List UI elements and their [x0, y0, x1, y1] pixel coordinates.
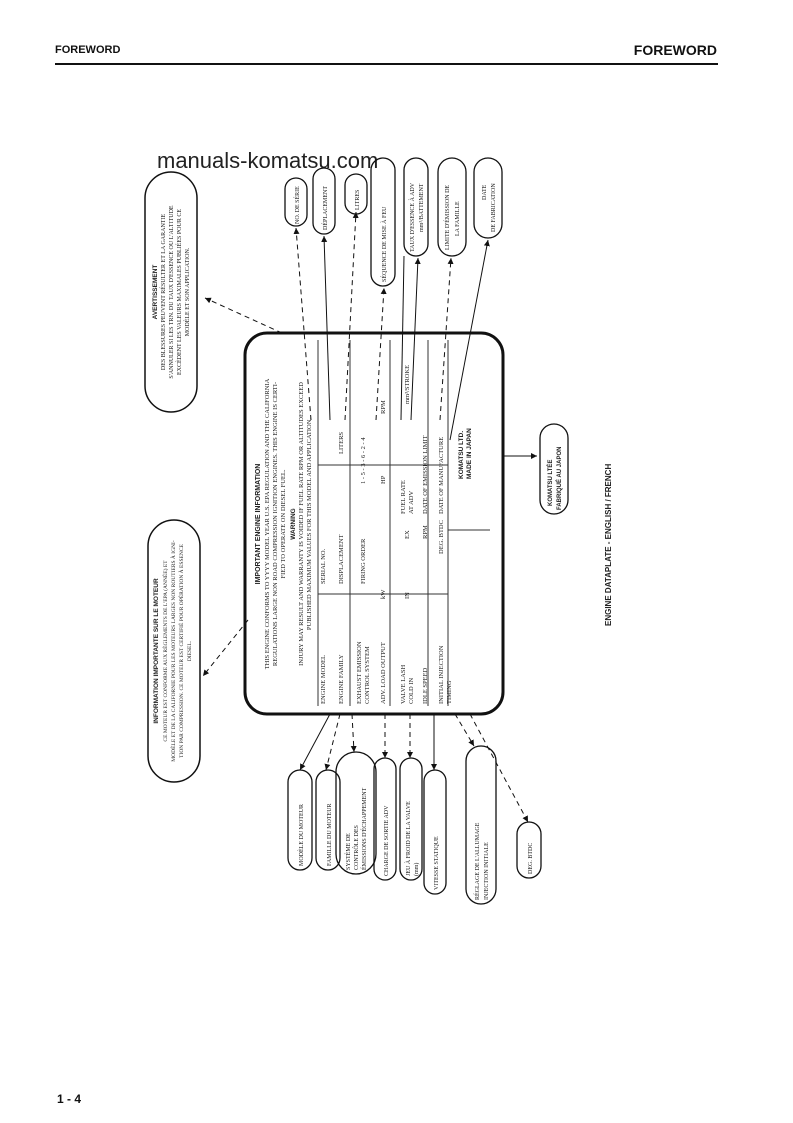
plate-warning: WARNING	[290, 508, 297, 539]
avertissement-line-3: EXCÈDENT LES VALEURS MAXIMALES PUBLIÉES …	[175, 209, 183, 375]
callout-litres: LITRES	[355, 190, 361, 210]
bottom-callout-ovals	[287, 745, 542, 905]
watermark: manuals-komatsu.com	[157, 148, 379, 173]
callout-fabrique-2: FABRIQUÉ AU JAPON	[555, 447, 563, 510]
callout-de-fabrication: DE FABRICATION	[491, 183, 497, 232]
callout-reglage-2: INJECTION INITIALE	[484, 842, 490, 900]
plate-line-2: REGULATIONS LARGE NON ROAD COMPRESSION I…	[272, 382, 279, 666]
plate-mm3-stroke: mm³/STROKE	[404, 365, 411, 404]
plate-engine-model: ENGINE MODEL	[320, 655, 327, 704]
plate-date-of-manufacture: DATE OF MANUFACTURE	[438, 437, 445, 514]
avertissement-line-1: DES BLESSURES PEUVENT RÉSULTER ET LA GAR…	[159, 214, 167, 371]
plate-line-3: FIED TO OPERATE ON DIESEL FUEL.	[280, 469, 287, 578]
plate-deg-btdc: DEG. BTDC	[438, 520, 445, 554]
plate-maker: KOMATSU LTD.	[458, 431, 465, 479]
plate-initial-injection: INITIAL INJECTION	[438, 645, 445, 704]
callout-jeu-1: JEU À FROID DE LA VALVE	[404, 801, 412, 876]
plate-serial-no: SERIAL NO.	[320, 548, 327, 584]
plate-firing-order: FIRING ORDER	[360, 538, 367, 584]
plate-in: IN	[404, 592, 411, 599]
plate-line-1: THIS ENGINE CONFORMS TO YYYY MODEL YEAR …	[264, 378, 271, 669]
plate-adv-load-output: ADV. LOAD OUTPUT	[380, 642, 387, 704]
plate-cold-in: COLD IN	[408, 678, 415, 704]
page-number: 1 - 4	[57, 1092, 82, 1106]
callout-taux-essence: TAUX D'ESSENCE À ADV	[408, 182, 416, 252]
info-line-3: TION PAR COMPRESSION. CE MOTEUR EST CERT…	[177, 543, 185, 757]
plate-kw: kW	[380, 589, 387, 599]
plate-engine-family: ENGINE FAMILY	[338, 654, 345, 704]
plate-timing: TIMING	[446, 680, 453, 704]
info-line-2: MODÈLE ET DE LA CALIFORNIE POUR LES MOTE…	[169, 540, 177, 762]
avertissement-line-4: MODÈLE ET SON APPLICATION.	[183, 247, 191, 336]
info-title: INFORMATION IMPORTANTE SUR LE MOTEUR	[153, 578, 160, 724]
callout-sequence: SÉQUENCE DE MISE À FEU	[380, 206, 388, 282]
plate-idle-speed: IDLE SPEED	[422, 667, 429, 704]
callout-systeme-1: SYSTÈME DE	[344, 833, 352, 870]
plate-title: IMPORTANT ENGINE INFORMATION	[255, 464, 262, 585]
plate-warning-2: PUBLISHED MAXIMUM VALUES FOR THIS MODEL …	[306, 418, 313, 630]
callout-systeme-2: CONTRÔLE DES	[352, 825, 360, 870]
callout-info-importante	[147, 519, 201, 783]
plate-exhaust-emission: EXHAUST EMISSION	[356, 641, 363, 704]
callout-deg: DEG. BTDC	[528, 843, 534, 874]
plate-fuel-rate: FUEL RATE	[400, 480, 407, 514]
callout-charge: CHARGE DE SORTIE ADV	[384, 805, 390, 876]
dataplate-outline	[243, 331, 505, 716]
callout-reglage-1: RÉGLAGE DE L'ALLUMAGE	[473, 822, 481, 900]
header-right: FOREWORD	[633, 42, 717, 58]
callout-jeu-2: (mm)	[413, 863, 420, 876]
info-line-4: DIESEL.	[187, 640, 193, 661]
callout-modele: MODÈLE DU MOTEUR	[297, 804, 305, 866]
callout-vitesse: VITESSE STATIQUE	[434, 836, 440, 890]
avertissement-line-2: S'ANNULER SI LES TRN. DU TAUX D'ESSENCE …	[169, 205, 175, 378]
avertissement-title: AVERTISSEMENT	[152, 265, 159, 320]
plate-valve-lash: VALVE LASH	[400, 665, 407, 704]
callout-mm-battement: mm³/BATTEMENT	[419, 183, 425, 232]
callout-avertissement	[144, 171, 198, 413]
plate-liters: LITERS	[338, 432, 345, 454]
plate-made-in: MADE IN JAPAN	[466, 428, 473, 479]
callout-limite-emission: LIMITE D'ÉMISSION DE	[443, 185, 451, 250]
callout-la-famille: LA FAMILLE	[455, 201, 461, 236]
header-left: FOREWORD	[55, 44, 121, 56]
callout-date-fab: DATE	[482, 184, 488, 200]
leader-lines	[202, 211, 537, 823]
plate-firing-order-value: 1 - 5 - 3 - 6 - 2 - 4	[360, 437, 367, 484]
plate-at-adv: AT ADV	[408, 491, 415, 514]
dataplate-text: IMPORTANT ENGINE INFORMATION THIS ENGINE…	[255, 365, 473, 704]
plate-control-system: CONTROL SYSTEM	[364, 646, 371, 704]
dataplate-grid	[317, 340, 490, 706]
figure-caption: ENGINE DATAPLATE - ENGLISH / FRENCH	[604, 464, 613, 626]
callout-famille: FAMILLE DU MOTEUR	[327, 803, 333, 866]
plate-date-emission-limit: DATE OF EMISSION LIMIT	[422, 435, 429, 514]
info-line-1: CE MOTEUR EST CONFORME AUX RÈGLEMENTS DE…	[161, 560, 169, 742]
plate-displacement: DISPLACEMENT	[338, 534, 345, 584]
top-callout-ovals	[284, 157, 569, 515]
callout-fabrique-1: KOMATSU LTÉE	[546, 460, 554, 506]
callout-systeme-3: ÉMISSIONS D'ÉCHAPPEMENT	[360, 787, 368, 870]
callout-no-serie: NO. DE SÉRIE	[293, 186, 301, 224]
plate-warning-1: INJURY MAY RESULT AND WARRANTY IS VOIDED…	[298, 382, 305, 666]
plate-ex: EX	[404, 530, 411, 539]
plate-rpm-label: RPM	[422, 525, 429, 539]
plate-hp: HP	[380, 475, 387, 484]
header-rule	[55, 63, 718, 65]
callout-deplacement: DÉPLACEMENT	[321, 186, 329, 230]
plate-rpm: RPM	[380, 400, 387, 414]
